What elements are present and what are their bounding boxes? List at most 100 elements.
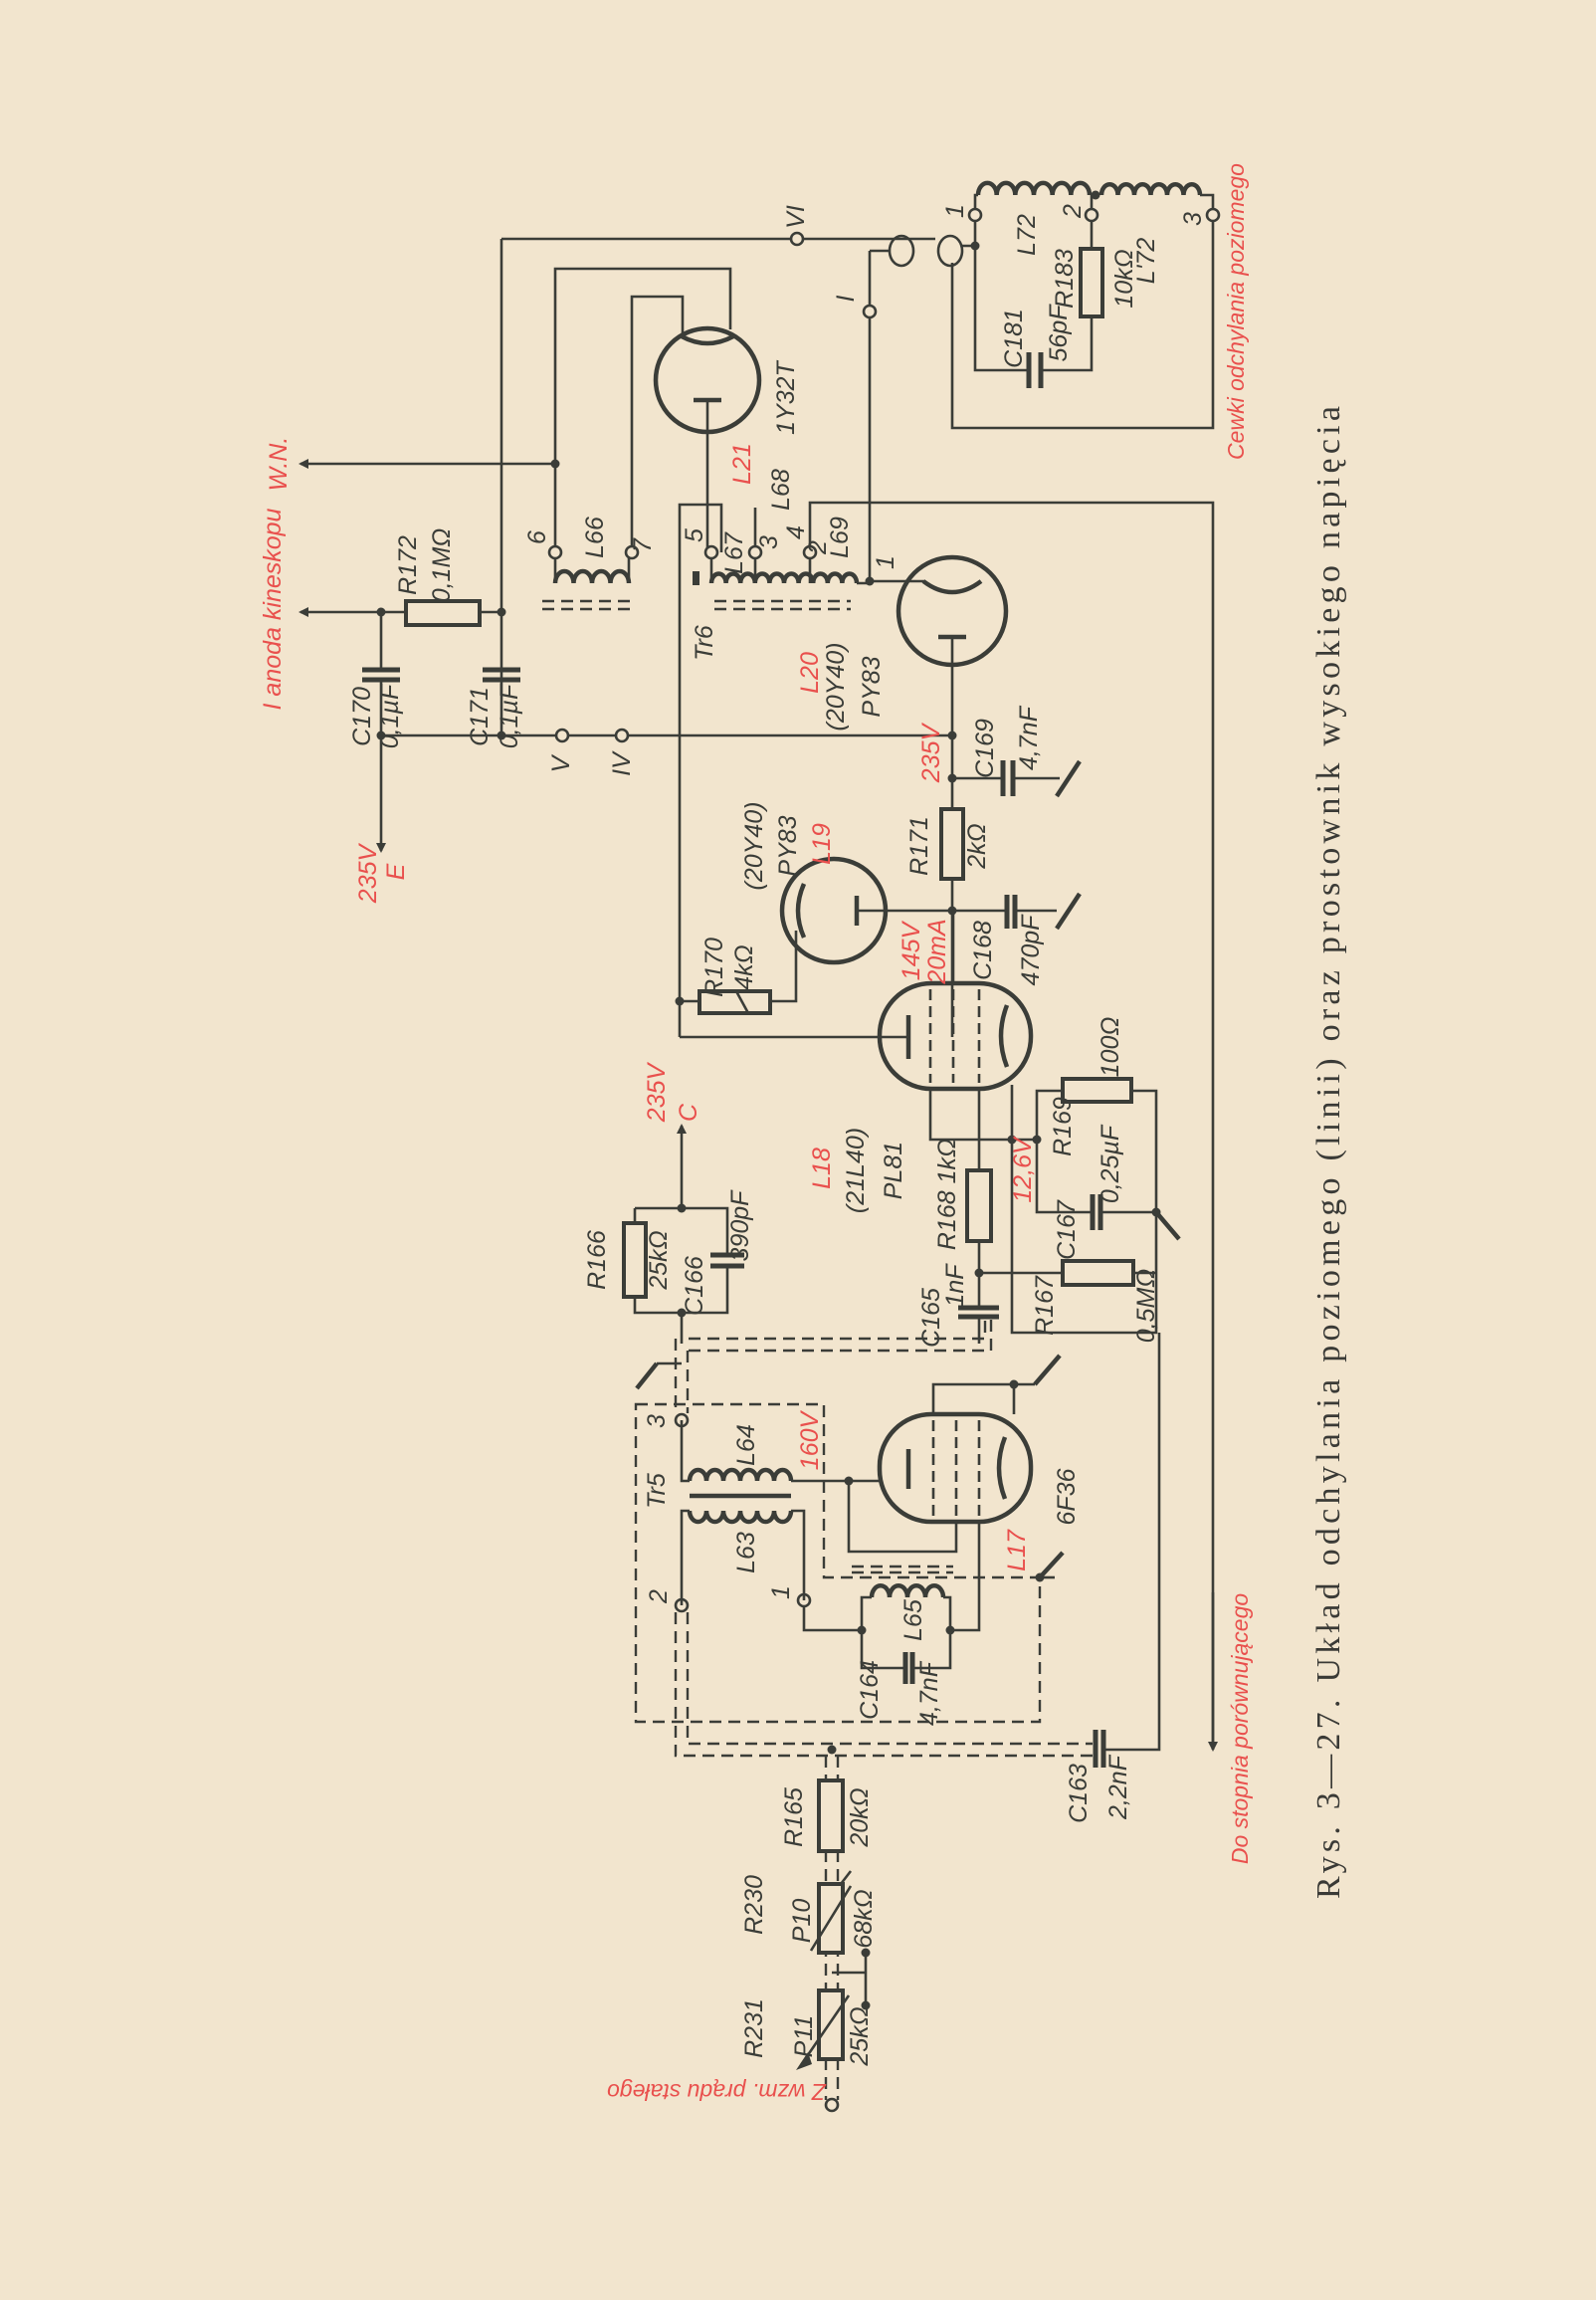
c169-value: 4,7nF	[1015, 705, 1043, 770]
c171-value: 0,1µF	[496, 683, 523, 748]
r167-label: R167	[1031, 1275, 1059, 1336]
c164-capacitor	[902, 1652, 915, 1684]
to-comparator-label: Do stopnia porównującego	[1227, 1593, 1253, 1865]
tr6-core	[542, 599, 851, 611]
pl81-code: (21L40)	[842, 1128, 870, 1213]
wn-label: W.N.	[265, 437, 293, 492]
c181-value: 56pF	[1045, 304, 1073, 362]
anode-label: I anoda kineskopu	[259, 508, 287, 710]
c168-label: C168	[969, 921, 997, 980]
coil-pin-1-label: 1	[941, 204, 969, 218]
c163-value: 2,2nF	[1104, 1754, 1132, 1820]
r170-vdr-mark	[734, 990, 750, 1014]
from-amplifier-label: Z wzm. prądu stałego	[607, 2079, 827, 2105]
r183-label: R183	[1051, 249, 1079, 309]
r169-resistor	[1061, 1077, 1133, 1104]
l17-label: L17	[1003, 1529, 1031, 1571]
l65-core	[852, 1565, 953, 1574]
tr5-pin-2-label: 2	[645, 1589, 673, 1604]
r168-label: R168 1kΩ	[933, 1139, 961, 1250]
top-wiring	[299, 215, 1218, 1752]
r231-label: R231	[740, 1998, 768, 2058]
terminal-i-label: I	[832, 295, 860, 302]
l66-coil	[552, 568, 632, 584]
coax-left	[888, 234, 915, 268]
terminal-v-label: V	[547, 753, 575, 772]
r172-value: 0,1MΩ	[428, 528, 456, 603]
v126-label: 12,6V	[1009, 1136, 1037, 1203]
r166-label: R166	[583, 1230, 611, 1290]
l65-label: L65	[899, 1599, 927, 1641]
r169-value: 100Ω	[1097, 1017, 1124, 1078]
pin-4-label: 4	[782, 525, 810, 539]
l69-label: L69	[826, 517, 854, 558]
v160-label: 160V	[796, 1409, 824, 1470]
c-letter-label: C	[675, 1103, 702, 1122]
pl81-type: PL81	[880, 1142, 907, 1199]
r169-label: R169	[1049, 1097, 1077, 1156]
pin-6-label: 6	[523, 530, 551, 544]
py83-l19-code: (20Y40)	[740, 802, 768, 891]
l64-label: L64	[732, 1424, 760, 1466]
pin-3-label: 3	[755, 535, 783, 549]
r166-value: 25kΩ	[645, 1230, 673, 1290]
c166-value: 390pF	[726, 1189, 754, 1262]
e-volt-label: 235V	[354, 842, 382, 904]
ground-symbols-6f36	[1033, 1354, 1065, 1579]
c164-label: C164	[856, 1660, 884, 1720]
l66-label: L66	[581, 517, 609, 558]
r172-resistor	[404, 599, 482, 627]
deflection-coils-label: Cewki odchylania poziomego	[1223, 163, 1249, 460]
coil-pin-2-label: 2	[1059, 204, 1087, 219]
tube-6f36	[847, 1382, 1035, 1632]
c167-c165-capacitors	[958, 1194, 1103, 1320]
r230-label: R230	[740, 1875, 768, 1935]
tr6-taps	[553, 552, 870, 585]
l67-label: L67	[720, 531, 748, 574]
red-annotations: I anoda kineskopu W.N. 235V E 235V C L21…	[259, 163, 1253, 2105]
l20-label: L20	[796, 652, 824, 694]
pin-7-label: 7	[629, 537, 657, 552]
py83-l20-code: (20Y40)	[822, 643, 850, 732]
r183-resistor	[1079, 247, 1104, 318]
l63-label: L63	[732, 1532, 760, 1573]
r165-label: R165	[780, 1787, 808, 1847]
l63-coil	[687, 1510, 794, 1525]
l19-label: L19	[808, 823, 836, 865]
r230-value: 68kΩ	[850, 1889, 878, 1948]
tr5-label: Tr5	[643, 1473, 671, 1509]
c170-c171-c181-capacitors	[362, 352, 1044, 683]
pin-1-label: 1	[872, 555, 899, 569]
v145-label: 145V	[898, 920, 925, 980]
ground-symbol	[1154, 1210, 1181, 1241]
ma20-label: 20mA	[923, 919, 951, 984]
component-labels: R172 0,1MΩ C170 0,1µF C171 0,1µF V IV VI…	[348, 204, 1207, 2067]
r170-value: 4kΩ	[730, 944, 758, 989]
ground-symbols	[1055, 759, 1082, 931]
r231-value: 25kΩ	[846, 2006, 874, 2066]
p10-label: P10	[788, 1899, 816, 1944]
l64-coil	[687, 1467, 794, 1482]
l65-tank-wires	[860, 1595, 952, 1670]
c165-label: C165	[917, 1288, 945, 1348]
e-letter-label: E	[382, 863, 410, 880]
c171-label: C171	[466, 687, 494, 746]
terminals	[547, 207, 1221, 2113]
tr5-wires	[680, 1420, 880, 1632]
l21-label: L21	[728, 443, 756, 485]
r170-label: R170	[700, 938, 728, 997]
c168-value: 470pF	[1017, 914, 1045, 986]
l72b-label: L'72	[1132, 238, 1160, 285]
v235-label: 235V	[917, 722, 945, 783]
p11-label: P11	[790, 2015, 818, 2058]
c169-c168-capacitors	[1000, 760, 1018, 929]
input-chain	[674, 1333, 1161, 2100]
l67-l69-coil	[708, 571, 860, 584]
coil-pin-3-label: 3	[1179, 212, 1207, 226]
c170-value: 0,1µF	[376, 683, 404, 748]
terminal-vi-label: VI	[782, 205, 810, 229]
tr6-label: Tr6	[691, 625, 718, 661]
tr5-pin-3-label: 3	[643, 1414, 671, 1428]
r168-resistor	[965, 1168, 993, 1243]
